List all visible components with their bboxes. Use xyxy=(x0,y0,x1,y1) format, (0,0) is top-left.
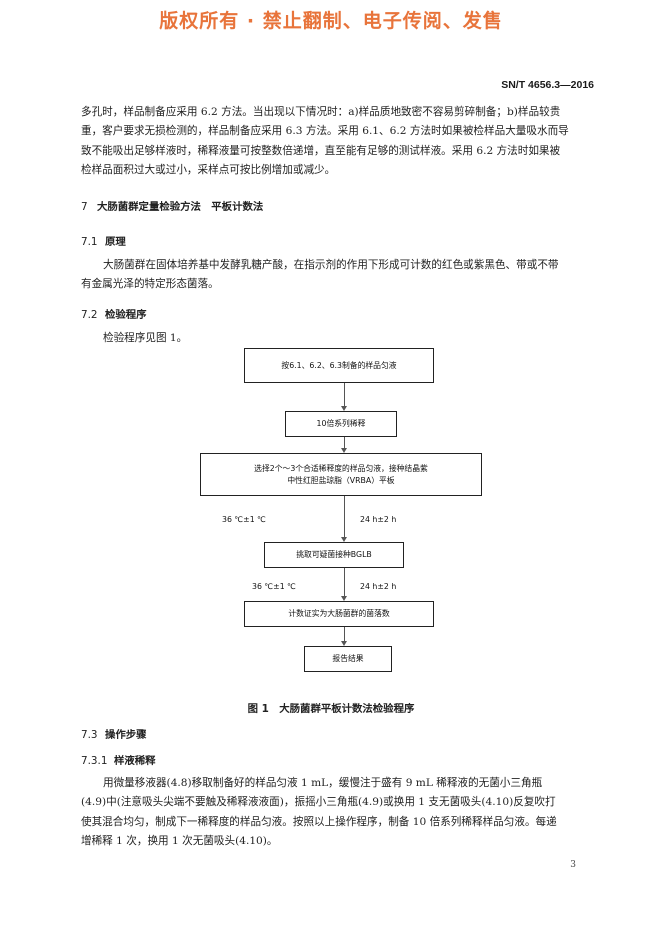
principle-paragraph: 大肠菌群在固体培养基中发酵乳糖产酸，在指示剂的作用下形成可计数的红色或紫黑色、带… xyxy=(81,256,601,295)
flow-connector xyxy=(344,437,345,451)
intro-paragraph: 多孔时，样品制备应采用 6.2 方法。当出现以下情况时：a)样品质地致密不容易剪… xyxy=(81,103,601,180)
flow-connector xyxy=(344,568,345,598)
section-title: 样液稀释 xyxy=(114,755,156,767)
procedure-intro: 检验程序见图 1。 xyxy=(103,332,188,344)
flowchart: 按6.1、6.2、6.3制备的样品匀液 10倍系列稀释 选择2个～3个合适稀释度… xyxy=(200,345,482,683)
dilution-paragraph: 用微量移液器(4.8)移取制备好的样品匀液 1 mL，缓慢注于盛有 9 mL 稀… xyxy=(81,774,611,851)
dilution-line: 增稀释 1 次，换用 1 次无菌吸头(4.10)。 xyxy=(81,834,278,847)
flow-box-sample-prep: 按6.1、6.2、6.3制备的样品匀液 xyxy=(244,348,434,383)
intro-line: 致不能吸出足够样液时，稀释液量可按整数倍递增，直至能有足够的测试样液。采用 6.… xyxy=(81,144,561,157)
section-title: 检验程序 xyxy=(105,309,147,321)
section-number: 7.3 xyxy=(81,729,98,741)
section-7-1-heading: 7.1 原理 xyxy=(81,233,126,248)
section-number: 7.1 xyxy=(81,236,98,248)
section-title: 大肠菌群定量检验方法 平板计数法 xyxy=(97,201,264,213)
flow-box-count-colonies: 计数证实为大肠菌群的菌落数 xyxy=(244,601,434,627)
flow-box-inoculate-vrba: 选择2个～3个合适稀释度的样品匀液，接种结晶紫 中性红胆盐琼脂（VRBA）平板 xyxy=(200,453,482,496)
dilution-line: 使其混合均匀，制成下一稀释度的样品匀液。按照以上操作程序，制备 10 倍系列稀释… xyxy=(81,815,557,828)
flow-box-dilution: 10倍系列稀释 xyxy=(285,411,397,437)
intro-line: 多孔时，样品制备应采用 6.2 方法。当出现以下情况时：a)样品质地致密不容易剪… xyxy=(81,106,561,118)
section-7-heading: 7 大肠菌群定量检验方法 平板计数法 xyxy=(81,198,263,213)
flow-connector xyxy=(344,496,345,539)
intro-line: 检样品面积过大或过小，采样点可按比例增加或减少。 xyxy=(81,163,336,176)
intro-line: 重，客户要求无损检测的，样品制备应采用 6.3 方法。采用 6.1、6.2 方法… xyxy=(81,125,569,138)
flow-box-text: 按6.1、6.2、6.3制备的样品匀液 xyxy=(281,360,397,370)
flow-box-pick-bglb: 挑取可疑菌接种BGLB xyxy=(264,542,404,568)
flow-connector xyxy=(344,383,345,408)
flow-box-text: 报告结果 xyxy=(332,654,364,663)
section-number: 7 xyxy=(81,201,88,213)
principle-line: 有金属光泽的特定形态菌落。 xyxy=(81,278,219,291)
arrow-down-icon xyxy=(341,406,347,411)
dilution-line: (4.9)中(注意吸头尖端不要触及稀释液液面)，振摇小三角瓶(4.9)或换用 1… xyxy=(81,796,556,809)
watermark-banner: 版权所有 · 禁止翻制、电子传阅、发售 xyxy=(159,10,503,32)
section-number: 7.3.1 xyxy=(81,755,108,767)
incubation-temperature: 36 ℃±1 ℃ xyxy=(252,582,296,591)
flow-box-text: 选择2个～3个合适稀释度的样品匀液，接种结晶紫 xyxy=(254,463,428,473)
section-7-3-1-heading: 7.3.1 样液稀释 xyxy=(81,752,156,767)
incubation-temperature: 36 ℃±1 ℃ xyxy=(222,515,266,524)
flow-box-text: 计数证实为大肠菌群的菌落数 xyxy=(288,609,390,618)
flow-connector xyxy=(344,627,345,644)
document-number: SN/T 4656.3—2016 xyxy=(501,79,594,91)
section-title: 原理 xyxy=(105,236,126,248)
flow-box-text: 10倍系列稀释 xyxy=(316,419,366,428)
principle-line: 大肠菌群在固体培养基中发酵乳糖产酸，在指示剂的作用下形成可计数的红色或紫黑色、带… xyxy=(103,259,559,271)
section-7-3-heading: 7.3 操作步骤 xyxy=(81,726,147,741)
arrow-down-icon xyxy=(341,641,347,646)
dilution-line: 用微量移液器(4.8)移取制备好的样品匀液 1 mL，缓慢注于盛有 9 mL 稀… xyxy=(103,777,543,789)
figure-caption: 图 1 大肠菌群平板计数法检验程序 xyxy=(247,703,415,715)
incubation-time: 24 h±2 h xyxy=(360,582,397,591)
flow-box-report: 报告结果 xyxy=(304,646,392,672)
section-number: 7.2 xyxy=(81,309,98,321)
page-number: 3 xyxy=(570,860,576,870)
flow-box-text: 挑取可疑菌接种BGLB xyxy=(296,550,372,559)
section-title: 操作步骤 xyxy=(105,729,147,741)
arrow-down-icon xyxy=(341,537,347,542)
arrow-down-icon xyxy=(341,448,347,453)
section-7-2-heading: 7.2 检验程序 xyxy=(81,306,147,321)
flow-box-text: 中性红胆盐琼脂（VRBA）平板 xyxy=(287,475,395,485)
arrow-down-icon xyxy=(341,596,347,601)
incubation-time: 24 h±2 h xyxy=(360,515,397,524)
